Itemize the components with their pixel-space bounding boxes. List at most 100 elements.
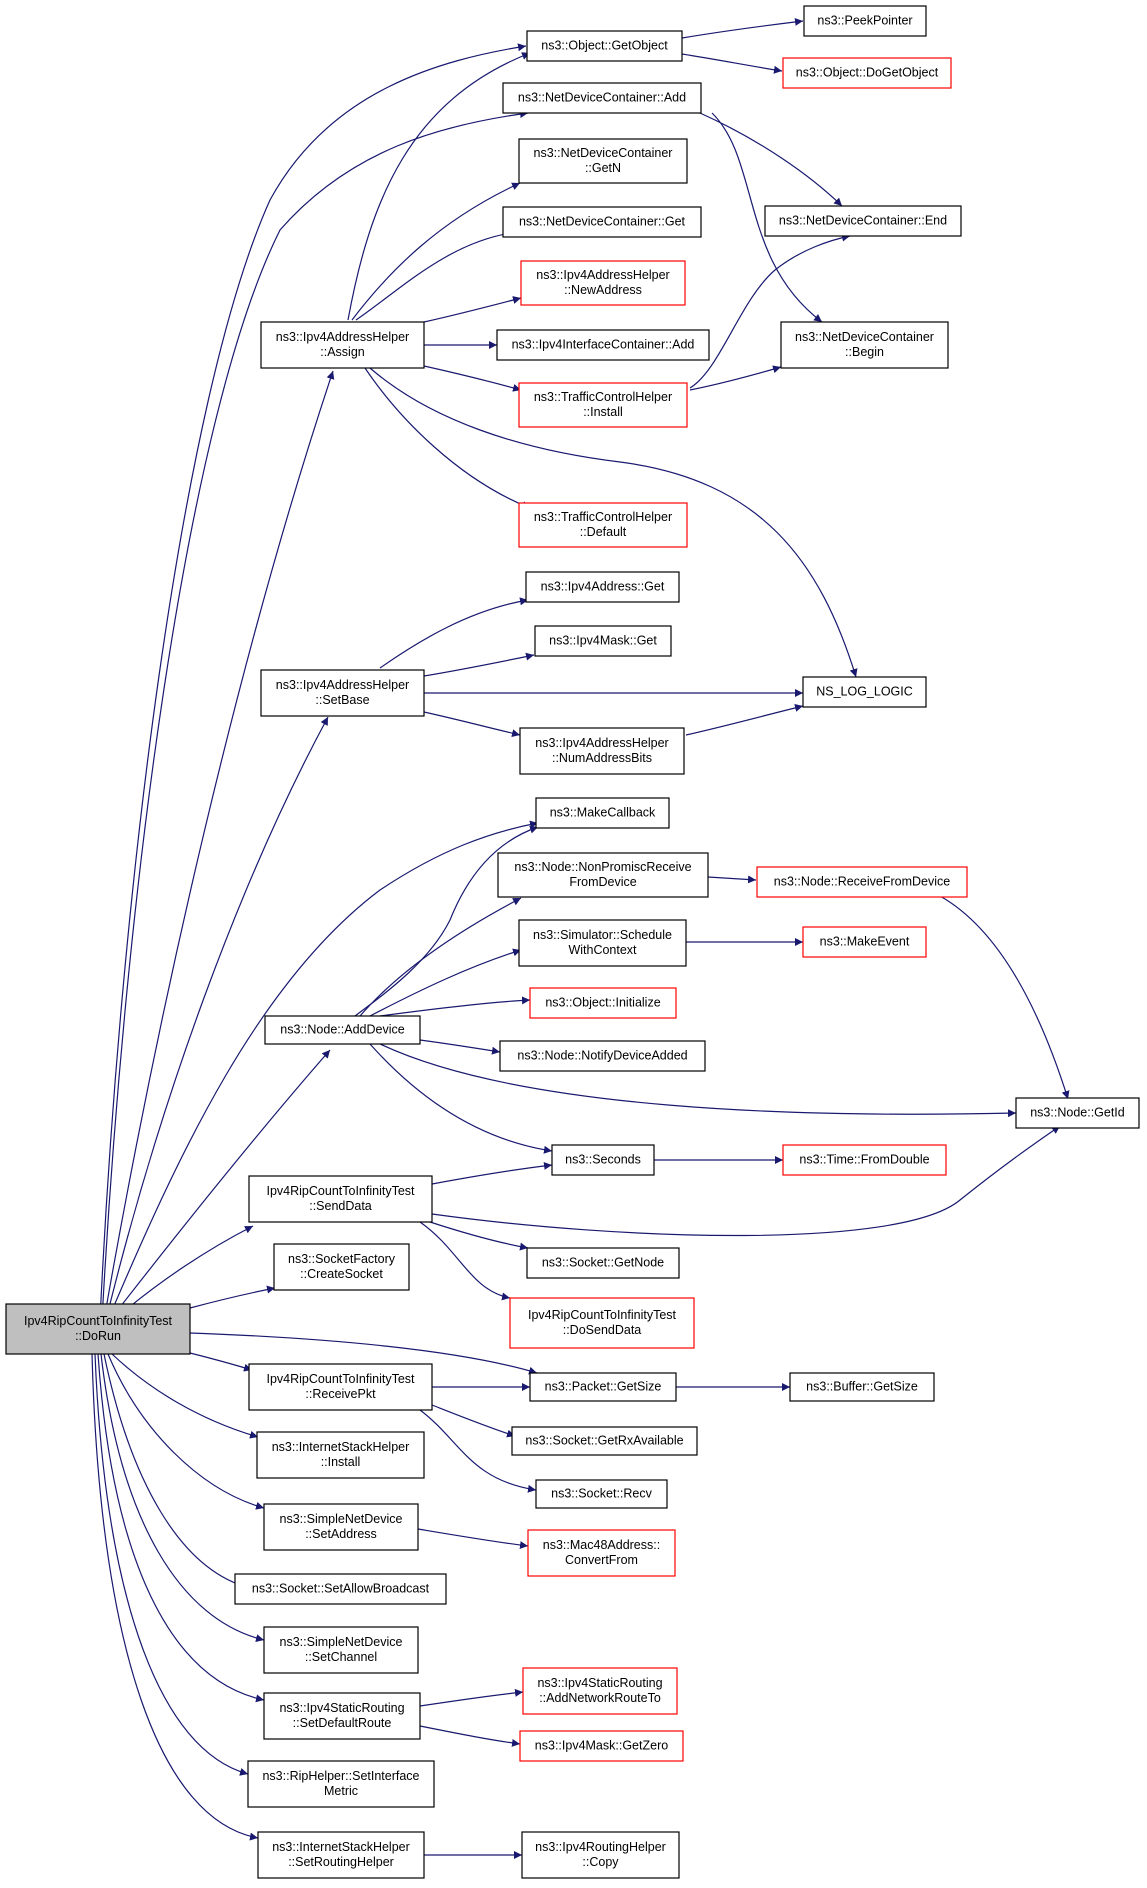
edge-senddata-getnode <box>429 1221 529 1251</box>
edge-assign-newaddress <box>423 296 522 323</box>
node-convertfrom[interactable]: ns3::Mac48Address::ConvertFrom <box>527 1529 676 1577</box>
node-label: ::SetChannel <box>305 1650 377 1664</box>
edge-adddevice-nonpromisc <box>359 897 522 1017</box>
node-senddata[interactable]: Ipv4RipCountToInfinityTest::SendData <box>248 1175 433 1223</box>
node-dorun[interactable]: Ipv4RipCountToInfinityTest::DoRun <box>5 1303 191 1355</box>
node-receivefromdevice[interactable]: ns3::Node::ReceiveFromDevice <box>756 866 968 898</box>
node-ipv4addrget[interactable]: ns3::Ipv4Address::Get <box>525 571 680 603</box>
node-label: ns3::NetDeviceContainer <box>534 146 673 160</box>
node-label: ns3::Node::NotifyDeviceAdded <box>517 1048 687 1062</box>
node-label: ns3::Socket::GetRxAvailable <box>525 1433 683 1447</box>
edge-assign-tchdefault <box>364 367 531 509</box>
node-label: Ipv4RipCountToInfinityTest <box>528 1308 677 1322</box>
node-socketgetnode[interactable]: ns3::Socket::GetNode <box>526 1247 680 1279</box>
node-ndcgetn[interactable]: ns3::NetDeviceContainer::GetN <box>518 138 688 184</box>
node-notifydeviceadded[interactable]: ns3::Node::NotifyDeviceAdded <box>499 1040 706 1072</box>
node-receivepkt[interactable]: Ipv4RipCountToInfinityTest::ReceivePkt <box>248 1363 433 1411</box>
node-label: ::DoRun <box>75 1329 121 1343</box>
node-setdefaultroute[interactable]: ns3::Ipv4StaticRouting::SetDefaultRoute <box>263 1692 421 1740</box>
node-createsocket[interactable]: ns3::SocketFactory::CreateSocket <box>273 1243 410 1291</box>
node-tchinstall[interactable]: ns3::TrafficControlHelper::Install <box>518 382 688 428</box>
node-label: ::NewAddress <box>564 283 642 297</box>
node-setroutinghelper[interactable]: ns3::InternetStackHelper::SetRoutingHelp… <box>257 1831 425 1879</box>
node-label: FromDevice <box>569 875 636 889</box>
node-label: ::Install <box>583 405 623 419</box>
node-label: ns3::Ipv4Mask::Get <box>549 633 657 647</box>
node-label: ns3::MakeCallback <box>550 805 656 819</box>
node-label: Ipv4RipCountToInfinityTest <box>24 1314 173 1328</box>
node-nsloglogic[interactable]: NS_LOG_LOGIC <box>802 676 927 708</box>
node-label: ns3::NetDeviceContainer::Get <box>519 214 686 228</box>
node-sndsetchannel[interactable]: ns3::SimpleNetDevice::SetChannel <box>263 1626 419 1674</box>
node-buffergetsize[interactable]: ns3::Buffer::GetSize <box>789 1372 935 1402</box>
edge-dorun-ndcadd <box>101 110 529 1321</box>
node-ndcget[interactable]: ns3::NetDeviceContainer::Get <box>502 206 702 238</box>
node-maskgetzero[interactable]: ns3::Ipv4Mask::GetZero <box>519 1730 684 1762</box>
node-fromdouble[interactable]: ns3::Time::FromDouble <box>782 1144 947 1176</box>
node-ndcbegin[interactable]: ns3::NetDeviceContainer::Begin <box>780 321 949 369</box>
node-label: ::SendData <box>309 1199 372 1213</box>
node-label: ::ReceivePkt <box>305 1387 376 1401</box>
node-ishinstall[interactable]: ns3::InternetStackHelper::Install <box>256 1431 425 1479</box>
node-ipv4maskget[interactable]: ns3::Ipv4Mask::Get <box>534 625 672 657</box>
node-adddevice[interactable]: ns3::Node::AddDevice <box>264 1015 421 1045</box>
node-ifcadd[interactable]: ns3::Ipv4InterfaceContainer::Add <box>496 329 710 361</box>
node-ndcend[interactable]: ns3::NetDeviceContainer::End <box>764 205 962 237</box>
node-label: ns3::InternetStackHelper <box>272 1440 410 1454</box>
node-label: ns3::NetDeviceContainer::Add <box>518 90 686 104</box>
node-socketrecv[interactable]: ns3::Socket::Recv <box>535 1479 668 1509</box>
edge-senddata-dosenddata <box>419 1221 511 1301</box>
node-label: ns3::PeekPointer <box>817 13 912 27</box>
node-dogetobject[interactable]: ns3::Object::DoGetObject <box>782 57 952 89</box>
node-label: ns3::Socket::Recv <box>551 1486 652 1500</box>
node-label: ns3::Node::NonPromiscReceive <box>514 860 691 874</box>
edge-setbase-numaddressbits <box>423 711 521 738</box>
node-assign[interactable]: ns3::Ipv4AddressHelper::Assign <box>260 321 425 369</box>
edge-adddevice-schedulewithcontext <box>369 948 522 1017</box>
node-label: ns3::SocketFactory <box>288 1252 396 1266</box>
node-label: ns3::Object::DoGetObject <box>796 65 939 79</box>
node-label: ::GetN <box>585 161 621 175</box>
node-sndsetaddress[interactable]: ns3::SimpleNetDevice::SetAddress <box>263 1503 419 1551</box>
node-nodegetid[interactable]: ns3::Node::GetId <box>1015 1097 1140 1129</box>
node-getobject[interactable]: ns3::Object::GetObject <box>526 30 683 62</box>
edge-adddevice-objectinitialize <box>379 996 531 1017</box>
edge-dorun-assign <box>103 370 335 1321</box>
node-numaddressbits[interactable]: ns3::Ipv4AddressHelper::NumAddressBits <box>519 727 685 775</box>
node-objectinitialize[interactable]: ns3::Object::Initialize <box>529 987 677 1019</box>
node-label: ns3::SimpleNetDevice <box>280 1512 403 1526</box>
node-tchdefault[interactable]: ns3::TrafficControlHelper::Default <box>518 502 688 548</box>
edge-dorun-receivepkt <box>189 1352 253 1372</box>
node-ndcadd[interactable]: ns3::NetDeviceContainer::Add <box>502 82 702 114</box>
node-label: ns3::Simulator::Schedule <box>533 928 672 942</box>
node-setbase[interactable]: ns3::Ipv4AddressHelper::SetBase <box>260 669 425 717</box>
edge-dorun-setchannel <box>100 1353 265 1643</box>
node-routinghelpercopy[interactable]: ns3::Ipv4RoutingHelper::Copy <box>521 1831 680 1879</box>
node-label: ns3::MakeEvent <box>820 934 910 948</box>
node-newaddress[interactable]: ns3::Ipv4AddressHelper::NewAddress <box>520 260 686 306</box>
node-label: ns3::Ipv4Address::Get <box>541 579 665 593</box>
node-peekpointer[interactable]: ns3::PeekPointer <box>803 5 927 37</box>
edge-receivepkt-socketrecv <box>419 1409 537 1493</box>
node-label: ns3::InternetStackHelper <box>272 1840 410 1854</box>
edge-dorun-setbase <box>105 716 329 1321</box>
edge-senddata-seconds <box>431 1161 553 1185</box>
edge-setbase-addrget <box>379 597 529 669</box>
node-dosenddata[interactable]: Ipv4RipCountToInfinityTest::DoSendData <box>509 1297 695 1349</box>
node-getrxavailable[interactable]: ns3::Socket::GetRxAvailable <box>511 1426 698 1456</box>
node-makeevent[interactable]: ns3::MakeEvent <box>802 926 927 958</box>
node-seconds[interactable]: ns3::Seconds <box>551 1144 655 1176</box>
node-label: ns3::Ipv4RoutingHelper <box>535 1840 666 1854</box>
node-packetgetsize[interactable]: ns3::Packet::GetSize <box>529 1372 677 1402</box>
edge-nonpromisc-receivefromdevice <box>707 875 757 884</box>
node-label: ::Install <box>321 1455 361 1469</box>
edge-tchinstall-begin <box>689 365 782 391</box>
edge-dorun-ishinstall <box>111 1353 259 1439</box>
node-setallowbroadcast[interactable]: ns3::Socket::SetAllowBroadcast <box>234 1573 447 1605</box>
node-makecallback[interactable]: ns3::MakeCallback <box>535 797 670 829</box>
node-addnetworkrouteto[interactable]: ns3::Ipv4StaticRouting::AddNetworkRouteT… <box>522 1667 678 1715</box>
